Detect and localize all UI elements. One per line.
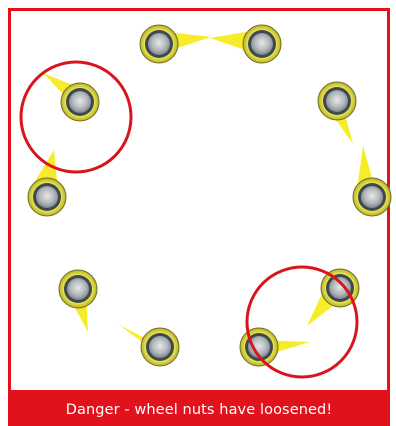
wheel-nut: [28, 178, 66, 216]
danger-warning-banner: Danger - wheel nuts have loosened!: [8, 393, 390, 426]
wheel-nut: [240, 328, 278, 366]
wheel-nut: [61, 83, 99, 121]
wheel-nut: [318, 82, 356, 120]
wheel-nut: [353, 178, 391, 216]
wheel-nut: [141, 328, 179, 366]
wheel-nut: [140, 25, 178, 63]
wheel-nut: [59, 270, 97, 308]
wheel-nut: [243, 25, 281, 63]
danger-warning-text: Danger - wheel nuts have loosened!: [66, 402, 333, 418]
loose-nut-highlight-circle: [247, 267, 357, 377]
indicator-pointers: [32, 30, 375, 357]
